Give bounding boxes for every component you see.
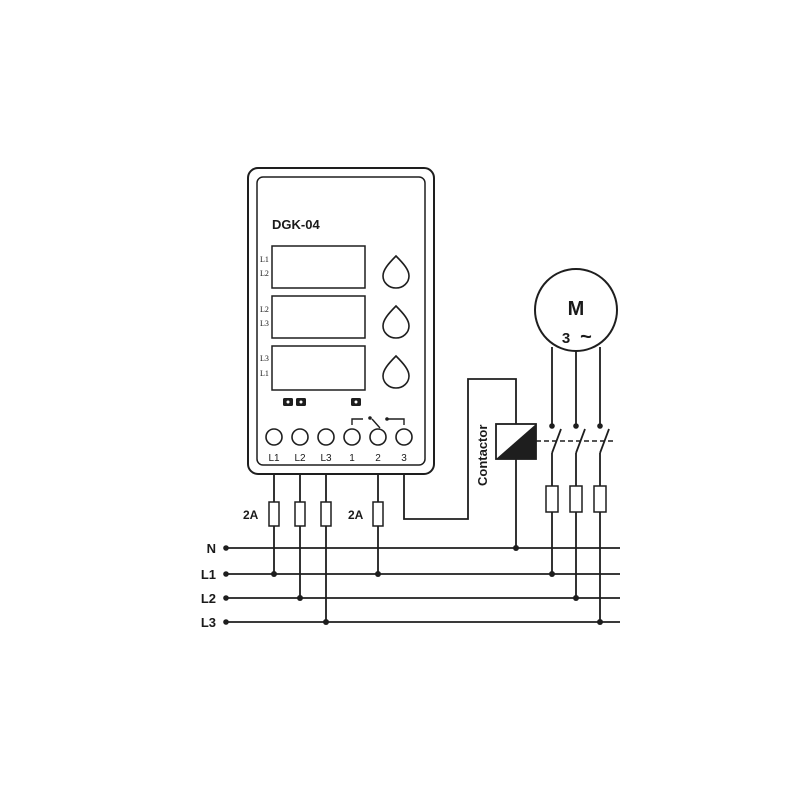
terminal-label-l3: L3 [320,453,332,464]
supply-label-n: N [207,541,216,556]
terminal-3[interactable] [395,428,413,446]
motor-phase-count: 3 [562,330,570,347]
terminal-label-l1: L1 [268,453,280,464]
fuse-rating-control: 2A [243,508,259,522]
terminal-label-1: 1 [349,453,355,464]
terminal-2[interactable] [369,428,387,446]
display-2 [271,295,366,339]
display-1-label-bottom: L2 [260,269,269,278]
supply-lines [223,545,620,625]
junction-dots [271,545,603,625]
supply-label-l2: L2 [201,591,216,606]
fuse-relay [372,501,384,527]
adjustment-knob-1[interactable] [382,254,410,289]
motor-fuse-1 [545,485,559,513]
terminal-l1[interactable] [265,428,283,446]
fuse-l2 [294,501,306,527]
display-1-label-top: L1 [260,255,269,264]
contactor-coil [495,423,537,460]
adjustment-knob-2[interactable] [382,304,410,339]
terminal-l3[interactable] [317,428,335,446]
contactor-label: Contactor [475,425,490,486]
supply-label-l1: L1 [201,567,216,582]
terminal-label-2: 2 [375,453,381,464]
terminal-label-3: 3 [401,453,407,464]
fuse-l3 [320,501,332,527]
motor-letter: M [568,298,585,320]
motor-ac-symbol: ~ [580,326,592,348]
dgk-04-device: DGK-04 L1 L2 L2 L3 L3 L1 [247,167,435,475]
relay-contact-symbol [351,416,405,429]
supply-label-l3: L3 [201,615,216,630]
display-3 [271,345,366,391]
terminal-label-l2: L2 [294,453,306,464]
terminal-l2[interactable] [291,428,309,446]
display-3-label-bottom: L1 [260,369,269,378]
fuse-l1 [268,501,280,527]
terminal-1[interactable] [343,428,361,446]
display-2-label-bottom: L3 [260,319,269,328]
motor-power-wiring [536,347,615,622]
display-2-label-top: L2 [260,305,269,314]
device-model-label: DGK-04 [272,217,320,232]
motor-fuse-2 [569,485,583,513]
motor-fuse-3 [593,485,607,513]
display-1 [271,245,366,289]
fuse-rating-relay: 2A [348,508,364,522]
display-3-label-top: L3 [260,354,269,363]
adjustment-knob-3[interactable] [382,354,410,389]
